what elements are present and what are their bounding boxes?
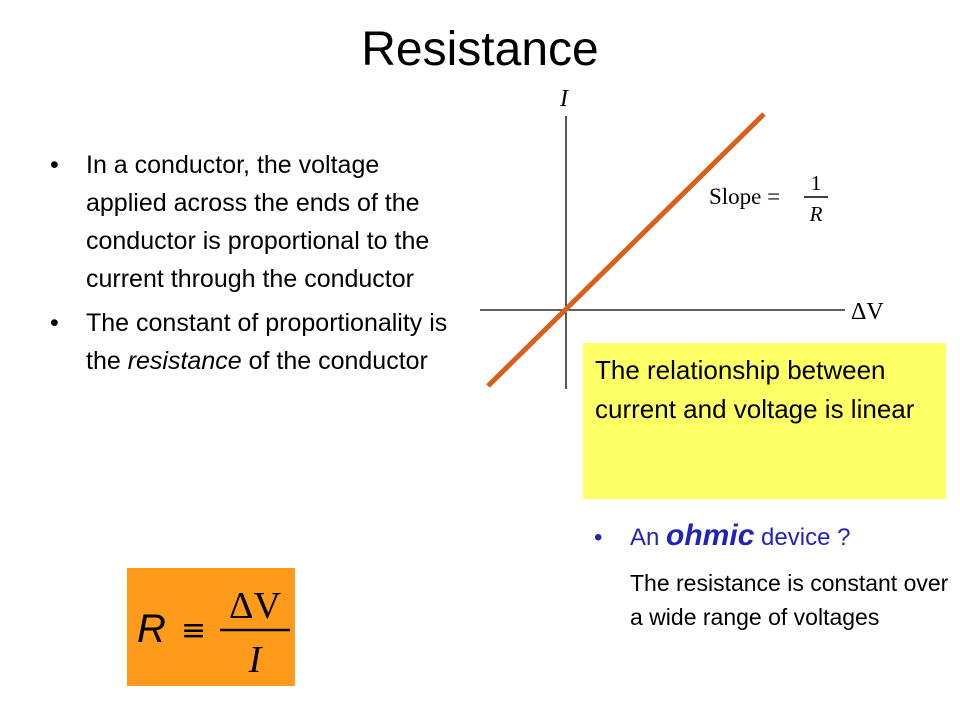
- ohmic-bullet: • An ohmic device ?: [594, 518, 954, 556]
- formula-lhs: R: [137, 607, 166, 651]
- slope-label: Slope =: [709, 184, 780, 209]
- iv-graph: I ΔV Slope = 1 R: [470, 86, 910, 401]
- bullet-text-proportional: In a conductor, the voltage applied acro…: [86, 151, 430, 293]
- slope-numerator: 1: [811, 171, 822, 195]
- resistance-formula-box: R ≡ ΔV I: [127, 568, 295, 686]
- ohmic-text-pre: An: [630, 524, 667, 551]
- slide-title: Resistance: [361, 23, 599, 76]
- formula-numerator: ΔV: [229, 585, 281, 627]
- formula-denominator: I: [248, 639, 264, 681]
- callout-text: The relationship between current and vol…: [595, 355, 915, 424]
- ohmic-text-emph: ohmic: [666, 519, 755, 552]
- bullet-text-constant-pre: The constant of proportionality is the: [86, 309, 448, 375]
- bullet-text-constant-post: of the conductor: [241, 347, 428, 375]
- resistance-formula: R ≡ ΔV I: [137, 585, 290, 681]
- bullet-item-constant: The constant of proportionality is the r…: [46, 304, 456, 380]
- iv-graph-svg: I ΔV Slope = 1 R: [480, 86, 884, 389]
- bullet-list: In a conductor, the voltage applied acro…: [46, 146, 456, 386]
- bullet-text-resistance-emph: resistance: [127, 347, 242, 375]
- bullet-item-proportional: In a conductor, the voltage applied acro…: [46, 146, 456, 298]
- ohmic-text-post: device ?: [754, 524, 851, 551]
- iv-line: [486, 112, 766, 388]
- ohmic-bullet-dot: •: [594, 524, 603, 551]
- ohmic-description: The resistance is constant over a wide r…: [630, 570, 949, 630]
- x-axis-label: ΔV: [851, 299, 884, 325]
- formula-relation: ≡: [181, 613, 206, 648]
- linear-relationship-callout: The relationship between current and vol…: [583, 343, 946, 499]
- y-axis-label: I: [559, 86, 569, 112]
- slope-denominator: R: [809, 202, 823, 226]
